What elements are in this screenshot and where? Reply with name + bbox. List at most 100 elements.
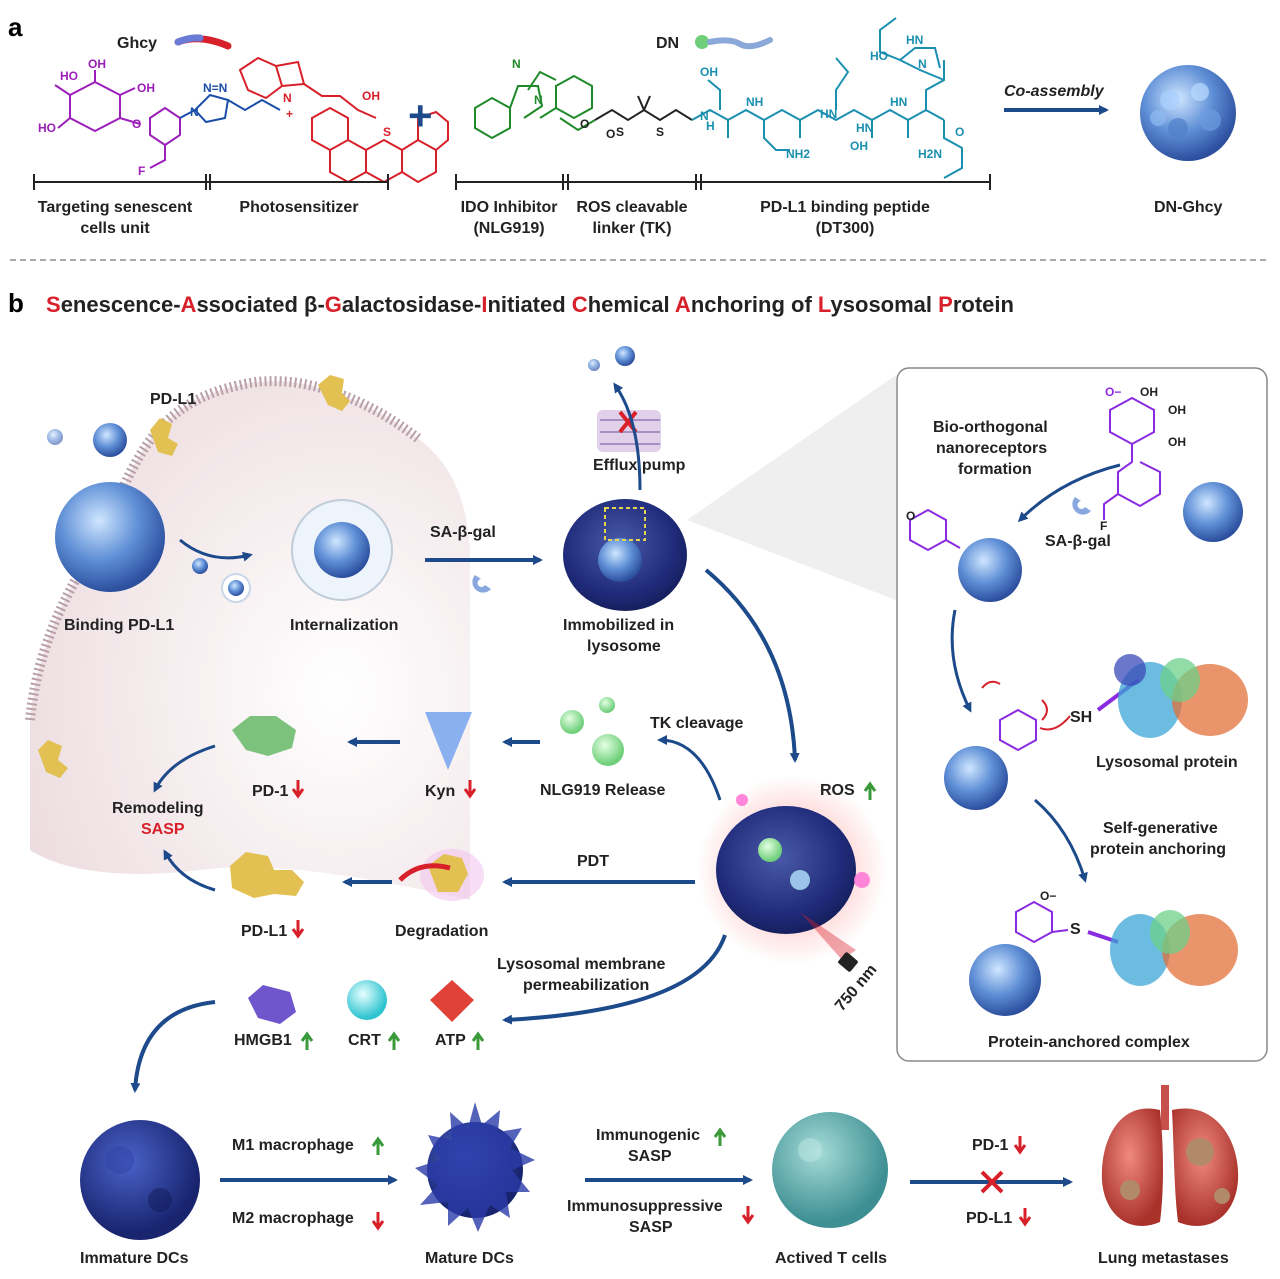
svg-text:H2N: H2N <box>918 147 942 161</box>
ghcy-label: Ghcy <box>117 35 157 52</box>
ros-label: ROS <box>820 782 855 799</box>
box-complex-label: Protein-anchored complex <box>988 1034 1190 1051</box>
svg-text:N: N <box>512 57 521 71</box>
kyn-label: Kyn <box>425 783 455 800</box>
box-bio-1: Bio-orthogonal <box>933 419 1048 436</box>
dn-ghcy-nanoparticle <box>1140 65 1236 161</box>
pdl1-degraded-icon <box>230 852 304 898</box>
lmp-label-2: permeabilization <box>523 977 649 994</box>
box-nanoparticle-1 <box>1183 482 1243 542</box>
tk-label: TK cleavage <box>650 715 743 732</box>
title-part: P <box>938 292 953 317</box>
box-self-1: Self-generative <box>1103 820 1218 837</box>
svg-text:N: N <box>534 93 543 107</box>
title-part: nchoring of <box>691 292 818 317</box>
nlg-release-label: NLG919 Release <box>540 782 666 799</box>
dn-structure <box>474 70 596 140</box>
svg-text:O: O <box>580 117 589 131</box>
immobilized-label-1: Immobilized in <box>563 617 674 634</box>
plus-sign: + <box>408 92 433 139</box>
svg-text:NH2: NH2 <box>786 147 810 161</box>
pd1-bottom-down-arrow <box>1013 1136 1027 1155</box>
seg-ido-1: IDO Inhibitor <box>461 199 558 216</box>
sagal-label: SA-β-gal <box>430 524 496 541</box>
svg-text:HO: HO <box>870 49 888 63</box>
svg-text:OH: OH <box>88 57 106 71</box>
seg-ido-2: (NLG919) <box>473 220 544 237</box>
title-part: ssociated β- <box>196 292 324 317</box>
pdl1-top-label: PD-L1 <box>150 391 196 408</box>
small-nanoparticle <box>93 423 127 457</box>
small-nanoparticle <box>47 429 63 445</box>
mature-dc <box>415 1102 535 1232</box>
segment-bars <box>33 174 991 190</box>
suppress-1: Immunosuppressive <box>567 1198 723 1215</box>
svg-text:H: H <box>706 119 715 133</box>
seg-photosensitizer: Photosensitizer <box>239 199 358 216</box>
svg-text:F: F <box>1100 519 1107 533</box>
m2-label: M2 macrophage <box>232 1210 354 1227</box>
atp-label: ATP <box>435 1032 466 1049</box>
svg-text:OH: OH <box>1168 435 1186 449</box>
svg-text:S: S <box>656 125 664 139</box>
box-lyso-label: Lysosomal protein <box>1096 754 1238 771</box>
svg-text:O−: O− <box>1105 385 1121 399</box>
dn-label: DN <box>656 35 679 52</box>
box-sagal: SA-β-gal <box>1045 533 1111 550</box>
large-nanoparticle <box>55 482 165 592</box>
title-part: hemical <box>588 292 675 317</box>
laser-beam <box>800 912 856 960</box>
svg-text:HN: HN <box>890 95 907 109</box>
lung-label: Lung metastases <box>1098 1250 1229 1267</box>
panel-a-letter: a <box>8 12 23 42</box>
activated-t-cell <box>772 1112 888 1228</box>
box-s: S <box>1070 921 1081 938</box>
svg-text:OH: OH <box>1140 385 1158 399</box>
dn-probe-icon <box>695 35 709 49</box>
svg-text:N: N <box>918 57 927 71</box>
pd1-label: PD-1 <box>252 783 289 800</box>
svg-text:HN: HN <box>906 33 923 47</box>
crt-up-arrow <box>387 1031 401 1050</box>
box-self-2: protein anchoring <box>1090 841 1226 858</box>
seg-ros-1: ROS cleavable <box>576 199 687 216</box>
svg-text:OH: OH <box>362 89 380 103</box>
box-nanoparticle-2 <box>958 538 1022 602</box>
immobilized-label-2: lysosome <box>587 638 661 655</box>
block-x-icon <box>980 1170 1004 1194</box>
box-nanoparticle-3 <box>944 746 1008 810</box>
immature-label: Immature DCs <box>80 1250 189 1267</box>
atp-up-arrow <box>471 1031 485 1050</box>
svg-text:S: S <box>383 125 391 139</box>
remodel-label: Remodeling <box>112 800 204 817</box>
svg-text:O: O <box>606 127 615 141</box>
title-part: rotein <box>953 292 1014 317</box>
pd1-bottom-label: PD-1 <box>972 1137 1009 1154</box>
svg-text:OH: OH <box>137 81 155 95</box>
svg-text:HO: HO <box>38 121 56 135</box>
immuno-up-arrow <box>713 1127 727 1146</box>
degradation-label: Degradation <box>395 923 488 940</box>
title-part: enescence- <box>61 292 181 317</box>
title-part: A <box>181 292 197 317</box>
atp-icon <box>430 980 474 1022</box>
internalization-label: Internalization <box>290 617 398 634</box>
pdt-label: PDT <box>577 853 609 870</box>
tcells-label: Actived T cells <box>775 1250 887 1267</box>
ros-up-arrow <box>863 781 877 800</box>
pdl1-bottom-label: PD-L1 <box>966 1210 1012 1227</box>
seg-pdl1-2: (DT300) <box>816 220 875 237</box>
degradation-icon <box>398 849 484 901</box>
seg-ros-2: linker (TK) <box>592 220 671 237</box>
title-part: I <box>481 292 487 317</box>
cell-membrane <box>30 381 470 900</box>
pdl1-down-arrow <box>291 920 305 939</box>
svg-text:HO: HO <box>60 69 78 83</box>
seg-targeting-1: Targeting senescent <box>38 199 193 216</box>
lung-icon <box>1101 1085 1239 1226</box>
svg-text:S: S <box>616 125 624 139</box>
title-part: G <box>325 292 342 317</box>
anchored-protein <box>1110 910 1238 986</box>
box-nanoparticle-4 <box>969 944 1041 1016</box>
